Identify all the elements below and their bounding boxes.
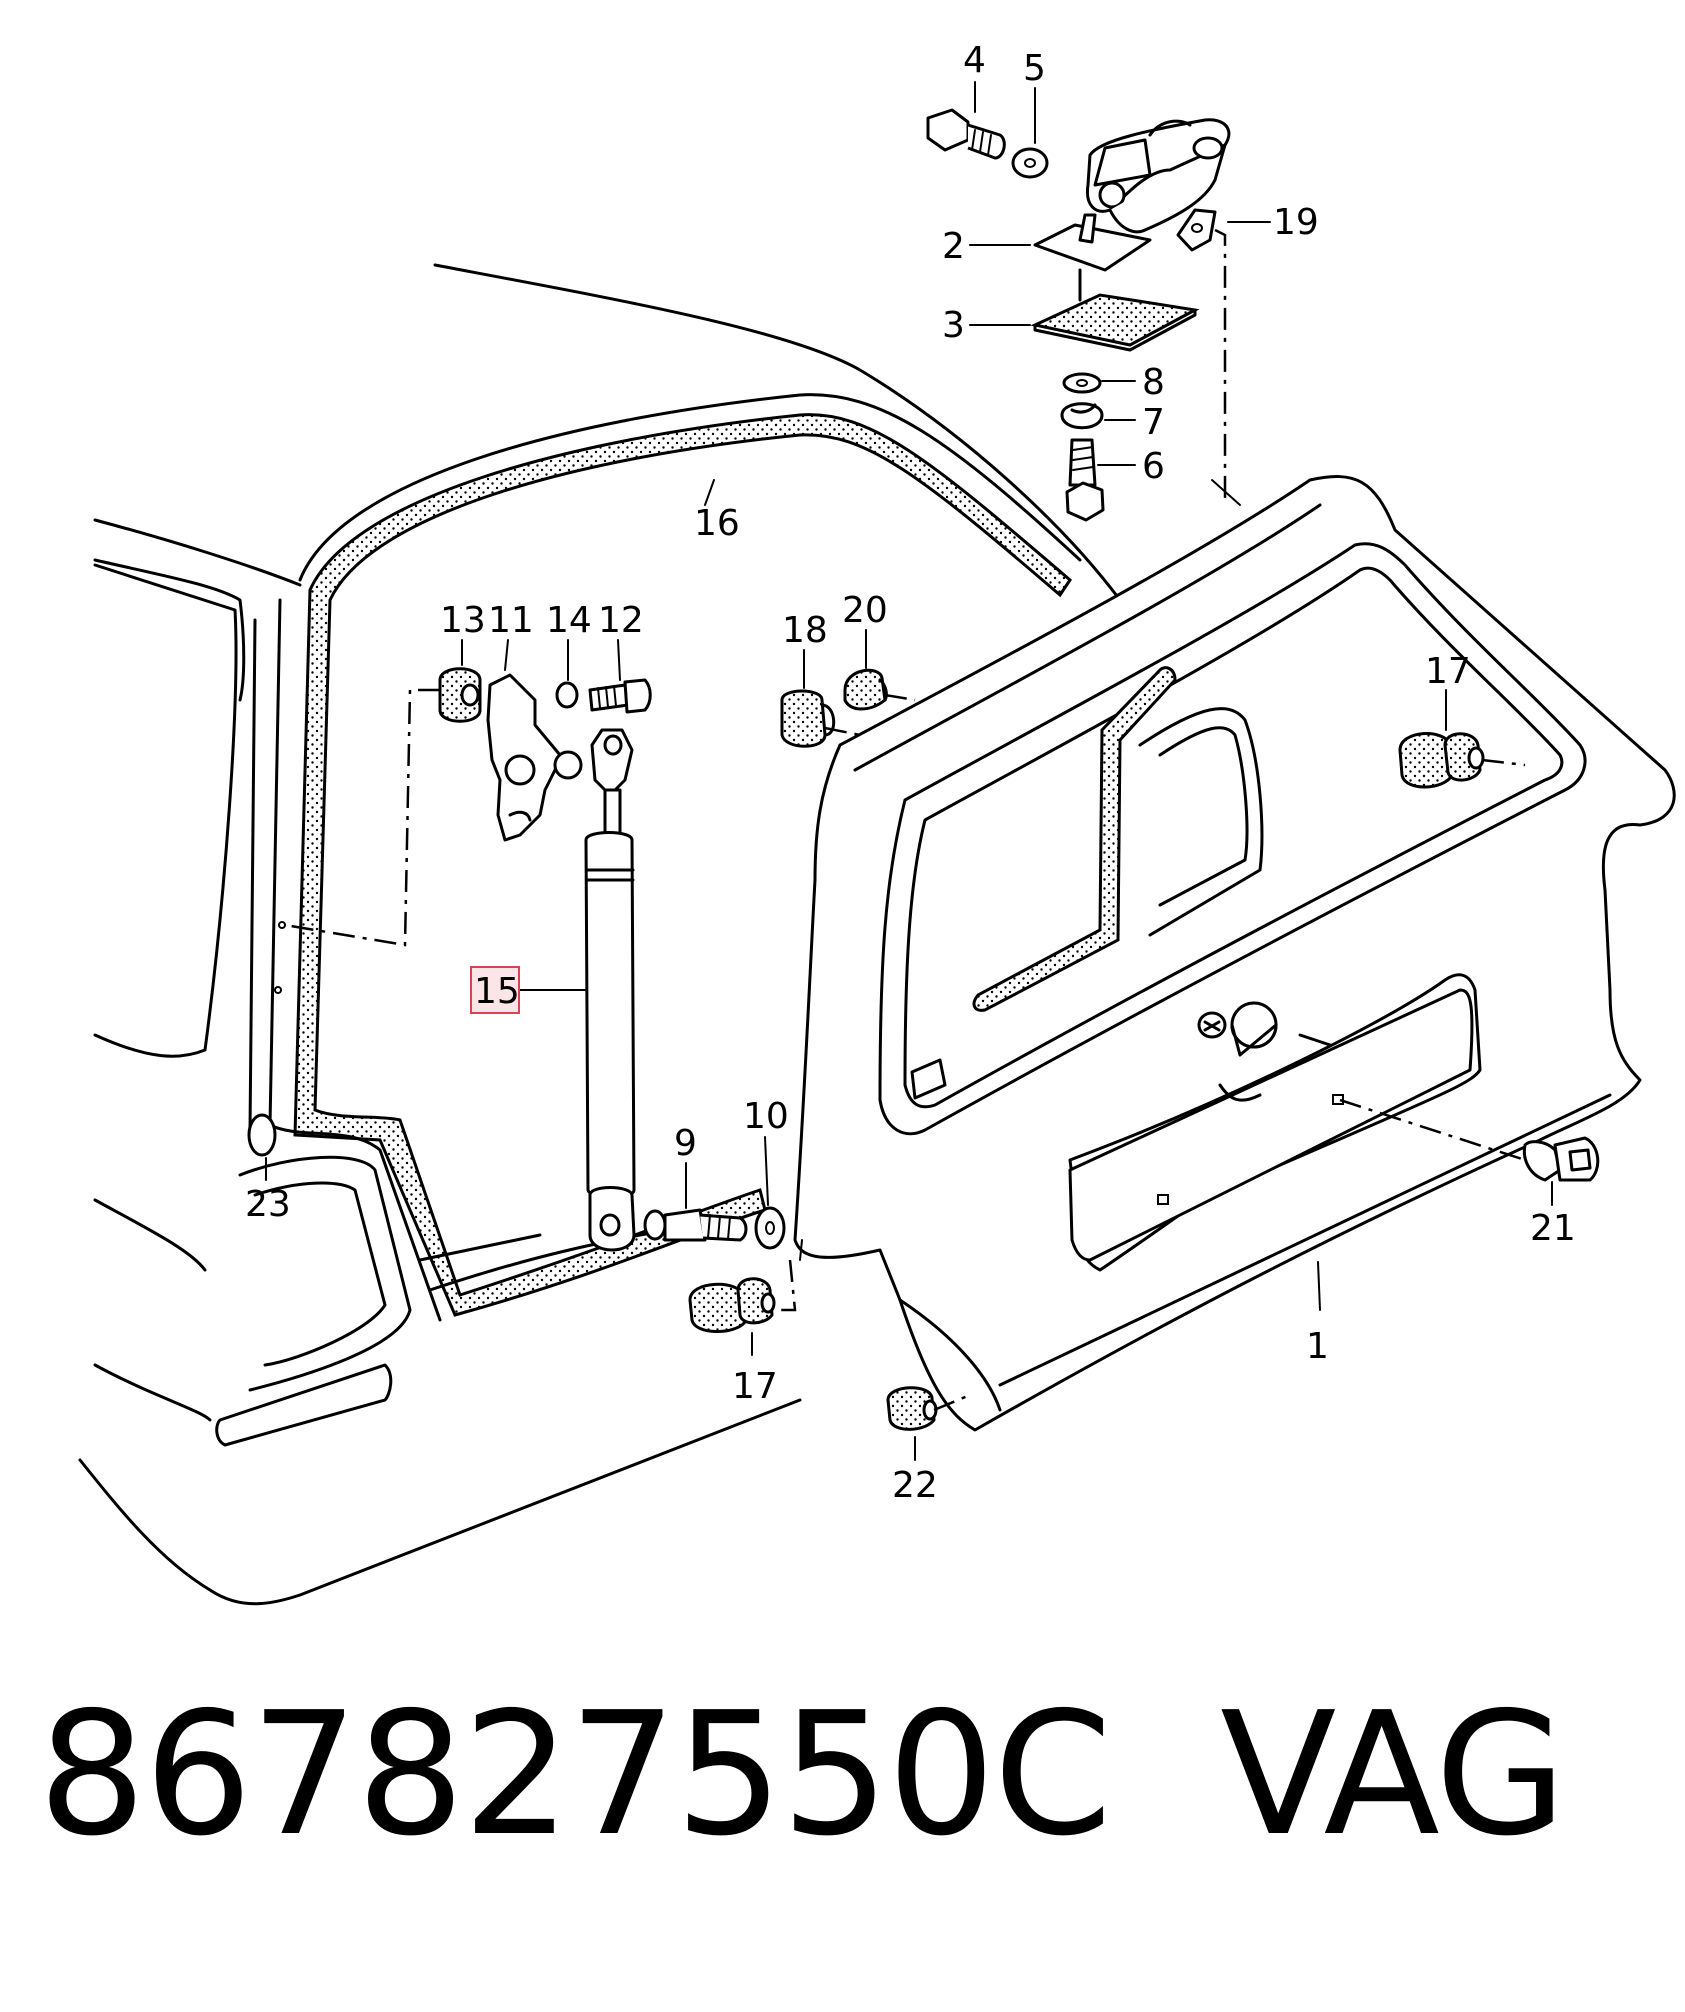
callout-17-upper: 17: [1425, 651, 1471, 692]
callout-5: 5: [1023, 48, 1046, 89]
callout-18: 18: [782, 610, 828, 651]
car-body: [78, 263, 1122, 1606]
callout-11: 11: [488, 600, 534, 641]
callout-1: 1: [1306, 1326, 1329, 1367]
callout-4: 4: [963, 40, 986, 81]
callout-17-lower: 17: [732, 1366, 778, 1407]
buffers: [688, 668, 1600, 1431]
callout-15-highlight: [470, 966, 520, 1014]
callout-3: 3: [942, 305, 965, 346]
callout-2: 2: [942, 226, 965, 267]
callout-10: 10: [743, 1096, 789, 1137]
callout-16: 16: [694, 503, 740, 544]
callout-6: 6: [1142, 446, 1165, 487]
brand-name: VAG: [1220, 1676, 1566, 1874]
callout-7: 7: [1142, 402, 1165, 443]
callout-22: 22: [892, 1465, 938, 1506]
callout-labels: 1 2 3 4 5 6 7 8 9 10 11 12 13 14 15 16 1…: [245, 40, 1576, 1506]
callout-23: 23: [245, 1184, 291, 1225]
callout-9: 9: [674, 1123, 697, 1164]
callout-19: 19: [1273, 202, 1319, 243]
hinge-assembly: [926, 108, 1231, 522]
callout-20: 20: [842, 590, 888, 631]
callout-12: 12: [598, 600, 644, 641]
tailgate: [793, 475, 1676, 1432]
footer: 867827550C VAG: [38, 1676, 1567, 1874]
callout-13: 13: [440, 600, 486, 641]
strut-assembly: [438, 667, 786, 1252]
callout-15: 15: [474, 971, 520, 1012]
callout-8: 8: [1142, 362, 1165, 403]
callout-14: 14: [546, 600, 592, 641]
callout-21: 21: [1530, 1208, 1576, 1249]
part-number: 867827550C: [38, 1676, 1112, 1874]
leader-lines: [265, 81, 1553, 1461]
